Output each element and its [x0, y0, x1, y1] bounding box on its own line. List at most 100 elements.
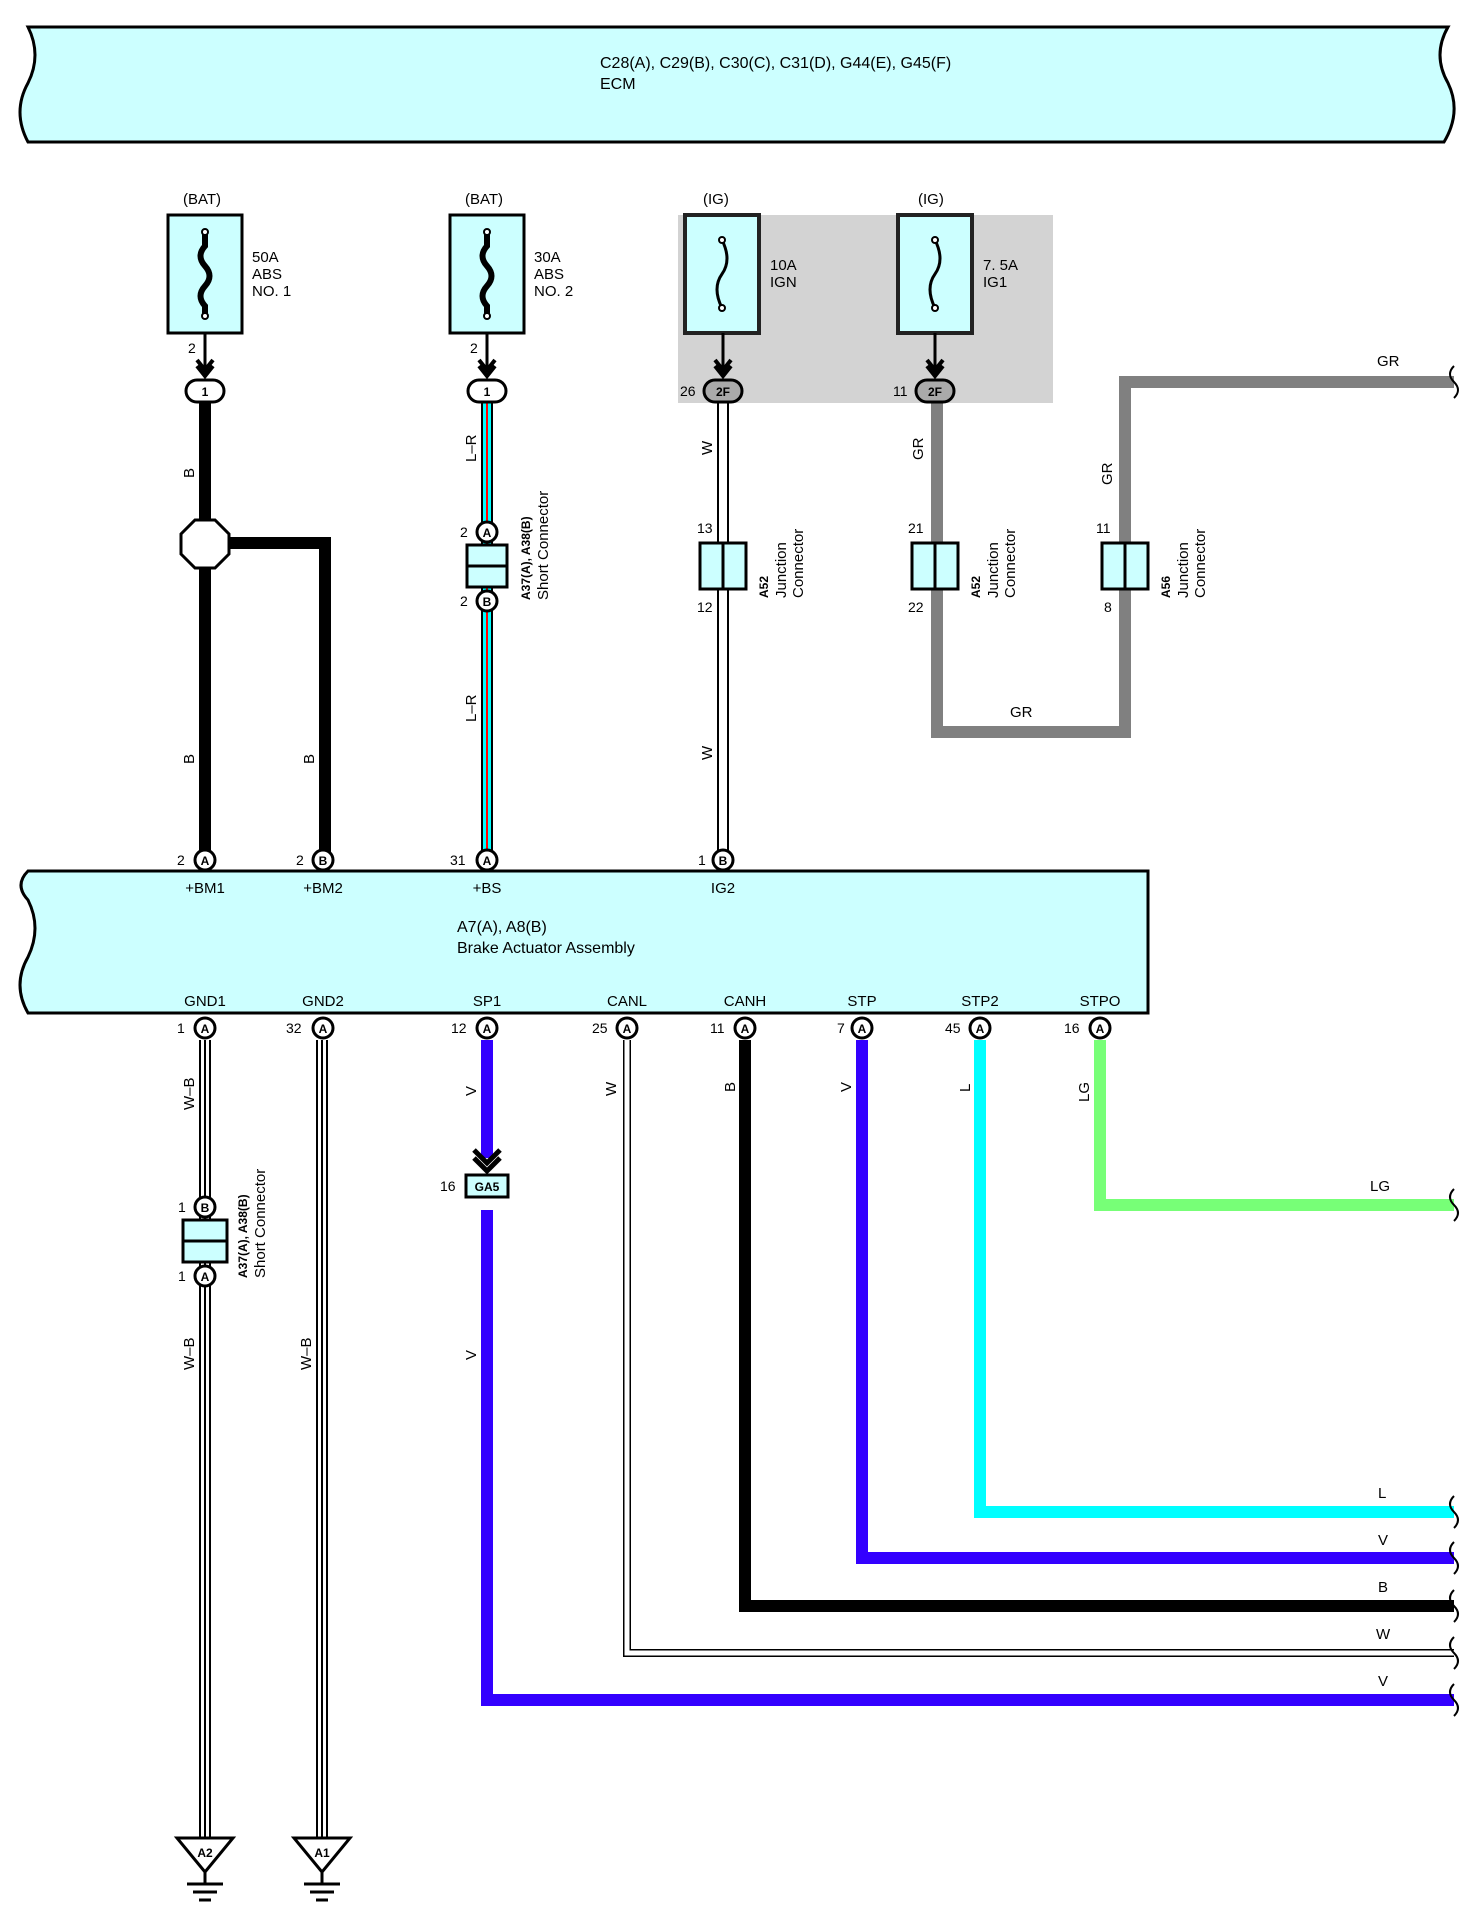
connector-id: A37(A), A38(B): [236, 1194, 250, 1278]
pin-number: 11: [710, 1020, 725, 1036]
fuse-ig1: (IG) 7. 5A IG1 11: [893, 191, 1018, 399]
terminal-name: IG2: [711, 880, 735, 897]
wire-color-label: L–R: [463, 694, 480, 722]
fuse-connector-4: 2F: [914, 378, 956, 404]
wire-color-label: B: [1378, 1579, 1388, 1596]
terminal-canl: A 25: [592, 1016, 639, 1040]
terminal-ig2: B 1 IG2: [698, 848, 735, 897]
pin-number: 1: [178, 1199, 186, 1215]
short-connector-lower: B A 1 1 A37(A), A38(B) Short Connector: [178, 1169, 269, 1288]
connector-letter: A: [201, 1022, 210, 1036]
wire-color-label: W–B: [181, 1077, 198, 1110]
wire-color-label: B: [722, 1082, 739, 1092]
connector-code: GA5: [475, 1180, 500, 1194]
junction-connector-a52-gr: 21 22 A52 Junction Connector: [908, 520, 1019, 615]
actuator-connectors: A7(A), A8(B): [457, 919, 547, 936]
brake-actuator-box: A7(A), A8(B) Brake Actuator Assembly: [18, 869, 1150, 1015]
connector-letter: B: [201, 1201, 210, 1215]
wire-color-label: GR: [1010, 704, 1033, 721]
terminal-stpo: A 16: [1064, 1016, 1112, 1040]
pin-number: 11: [1096, 520, 1111, 536]
ecm-connectors: C28(A), C29(B), C30(C), C31(D), G44(E), …: [600, 55, 951, 72]
connector-letter: A: [1096, 1022, 1105, 1036]
terminal-name-stpo: STPO: [1080, 993, 1121, 1010]
fuse-abs-no1: (BAT) 50A ABS NO. 1 2: [166, 191, 291, 356]
fuse-name: ABS: [534, 266, 564, 283]
fuse-rating: 50A: [252, 249, 279, 266]
junction-connector-a52-ig2: 13 12 A52 Junction Connector: [697, 520, 807, 615]
connector-code: 1: [484, 385, 491, 399]
wire-color-label: W: [603, 1081, 620, 1096]
ground-label: A2: [197, 1846, 213, 1860]
connector-name: Junction: [773, 542, 790, 598]
wire-color-label: W: [699, 440, 716, 455]
fuse-source: (IG): [703, 191, 729, 208]
connector-letter: A: [483, 526, 492, 540]
connector-letter: A: [976, 1022, 985, 1036]
fuse-name: ABS: [252, 266, 282, 283]
fuse-source: (IG): [918, 191, 944, 208]
fuse-rating: 30A: [534, 249, 561, 266]
terminal-name-gnd2: GND2: [302, 993, 344, 1010]
pin-number: 1: [177, 1020, 185, 1036]
connector-letter: A: [858, 1022, 867, 1036]
actuator-name: Brake Actuator Assembly: [457, 940, 635, 957]
connector-name-2: Connector: [790, 529, 807, 598]
connector-id: A52: [969, 576, 983, 598]
pin-number: 2: [296, 852, 304, 868]
connector-letter: A: [483, 854, 492, 868]
pin-number: 2: [177, 852, 185, 868]
fuse-arrows: [195, 333, 945, 380]
wire-gr: [931, 376, 1454, 738]
terminal-name-stp: STP: [847, 993, 876, 1010]
wire-w-canl: [623, 1040, 1454, 1657]
fuse-pin: 2: [470, 340, 478, 356]
connector-letter: A: [201, 1270, 210, 1284]
terminal-gnd2: A 32: [286, 1016, 335, 1040]
pin-number: 22: [908, 599, 924, 615]
terminal-gnd1: A 1: [177, 1016, 217, 1040]
connector-id: A56: [1159, 576, 1173, 598]
fuse-rating: 7. 5A: [983, 257, 1018, 274]
fuse-source: (BAT): [465, 191, 503, 208]
wire-color-label: LG: [1076, 1082, 1093, 1102]
pin-number: 2: [460, 524, 468, 540]
connector-letter: B: [319, 854, 328, 868]
pin-number: 12: [451, 1020, 467, 1036]
fuse-ign: (IG) 10A IGN 26: [680, 191, 797, 399]
ga5-connector: GA5 16: [440, 1148, 510, 1199]
wire-color-label: B: [181, 468, 198, 478]
wire-color-label: B: [301, 754, 318, 764]
pin-number: 16: [1064, 1020, 1080, 1036]
wire-color-label: LG: [1370, 1178, 1390, 1195]
ecm-name: ECM: [600, 76, 636, 93]
pin-number: 7: [837, 1020, 845, 1036]
wire-color-label: W: [699, 745, 716, 760]
connector-letter: A: [623, 1022, 632, 1036]
connector-name: Junction: [1175, 542, 1192, 598]
pin-number: 31: [450, 852, 466, 868]
ecm-box: C28(A), C29(B), C30(C), C31(D), G44(E), …: [18, 25, 1456, 144]
connector-letter: A: [201, 854, 210, 868]
pin-number: 13: [697, 520, 713, 536]
wire-color-label: V: [463, 1086, 480, 1096]
fuse-name-2: NO. 1: [252, 283, 291, 300]
wire-b-battery: [199, 400, 331, 858]
pin-number: 32: [286, 1020, 302, 1036]
terminal-name: +BM1: [185, 880, 225, 897]
pin-number: 1: [698, 852, 706, 868]
ground-label: A1: [314, 1846, 330, 1860]
terminal-name-canl: CANL: [607, 993, 647, 1010]
fuse-pin: 2: [188, 340, 196, 356]
pin-number: 1: [178, 1268, 186, 1284]
wire-b-canh: [739, 1040, 1454, 1612]
connector-name: Short Connector: [535, 491, 552, 600]
wire-end-breaks: [1449, 365, 1459, 1717]
wire-color-label: V: [1378, 1673, 1388, 1690]
terminal-bm2: B 2 +BM2: [296, 848, 343, 897]
short-connector-upper: A B 2 2 A37(A), A38(B) Short Connector: [460, 491, 552, 613]
pin-number: 16: [440, 1178, 456, 1194]
fuse-pin: 26: [680, 383, 696, 399]
connector-name-2: Connector: [1002, 529, 1019, 598]
wire-color-label: L: [1378, 1485, 1386, 1502]
